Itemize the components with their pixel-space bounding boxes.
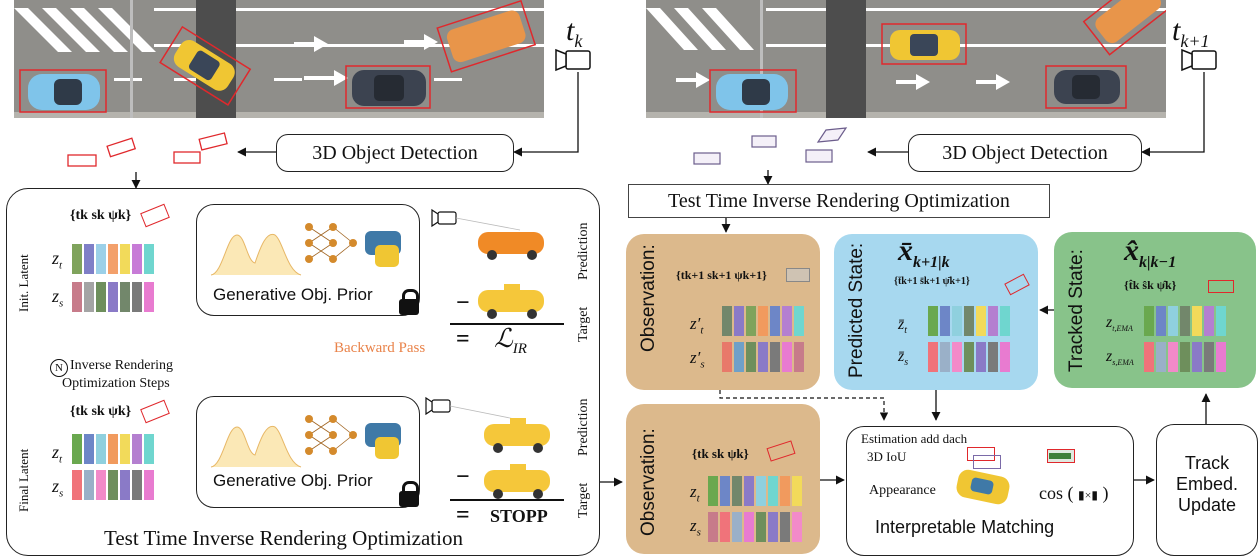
time-label-tk1: tk+1 (1172, 14, 1210, 51)
predicted-state-label: Predicted State: (846, 242, 867, 378)
generative-prior-bottom-label: Generative Obj. Prior (213, 471, 373, 490)
time-label-tk: tk (566, 14, 583, 51)
lock-shackle-bottom (402, 481, 419, 496)
road-scene-tk1 (646, 0, 1166, 118)
obj-params-bottom: {tk sk ψk} (70, 404, 132, 419)
iou-label: 3D IoU (867, 449, 907, 464)
obs-bottom-zs-label: zs (690, 516, 701, 539)
obs-top-zs-label: z′s (690, 348, 705, 371)
generative-prior-top-drawing (210, 223, 401, 276)
tracked-zt-label: zt,EMA (1106, 314, 1133, 334)
equals-bottom: = (456, 502, 470, 528)
cos-label: cos ( ▮×▮ ) (1039, 483, 1109, 503)
detections-right (693, 127, 848, 165)
track-embed-line1: Track (1184, 453, 1230, 473)
generative-prior-top-label: Generative Obj. Prior (213, 285, 373, 304)
loss-ir: ℒIR (494, 324, 527, 358)
detection-box-right: 3D Object Detection (908, 134, 1142, 172)
matching-header: Estimation add dach (861, 431, 968, 446)
steps-label-1: Inverse Rendering (70, 358, 174, 373)
detections-left (67, 132, 228, 167)
detection-box-left: 3D Object Detection (276, 134, 514, 172)
track-embed-line3: Update (1177, 495, 1237, 515)
observation-label-top: Observation: (638, 244, 659, 352)
iou-box-d (1049, 453, 1071, 459)
road-scene-tk1-drawing (646, 0, 1166, 118)
obs-top-params: {tk+1 sk+1 ψk+1} (676, 268, 767, 282)
generative-prior-top: Generative Obj. Prior (196, 204, 420, 316)
predicted-zs (928, 342, 1010, 372)
zt-latent-top (72, 244, 154, 274)
iou-box-a (967, 447, 995, 461)
camera-icon-tk (555, 48, 591, 72)
predicted-symbol: x̄k+1|k (898, 234, 950, 271)
generative-prior-bottom-drawing (210, 415, 401, 468)
minus-bottom: − (456, 464, 470, 490)
prediction-label-top: Prediction (576, 222, 591, 280)
equals-top: = (456, 326, 470, 352)
predicted-params: {t̄k+1 s̄k+1 ψ̄k+1} (894, 276, 970, 287)
zs-label-bottom: zs (52, 476, 64, 500)
road-scene-tk-drawing (14, 0, 544, 118)
obs-top-zt (722, 306, 804, 336)
tracked-zt (1144, 306, 1226, 336)
tracked-params: {t̂k ŝk ψ̂k} (1124, 278, 1177, 292)
tracked-zs-label: zs,EMA (1106, 348, 1134, 368)
predicted-zt-label: z̄t (898, 316, 908, 337)
lock-shackle-top (402, 289, 419, 304)
tracked-state-label: Tracked State: (1066, 249, 1087, 372)
camera-icon-tk1 (1181, 48, 1217, 72)
obs-bottom-params: {tk sk ψk} (692, 446, 749, 461)
final-latent-label: Final Latent (16, 448, 31, 512)
zs-latent-top (72, 282, 154, 312)
init-latent-label: Init. Latent (16, 254, 31, 312)
target-label-bottom: Target (576, 482, 591, 518)
observation-box-top: Observation: {tk+1 sk+1 ψk+1} z′t z′s (626, 234, 820, 390)
predicted-state-box: Predicted State: x̄k+1|k {t̄k+1 s̄k+1 ψ̄… (834, 234, 1038, 390)
obj-params-top: {tk sk ψk} (70, 208, 132, 223)
generative-prior-bottom: Generative Obj. Prior (196, 396, 420, 508)
zt-label-bottom: zt (52, 442, 63, 466)
zt-latent-bottom (72, 434, 154, 464)
track-embed-line2: Embed. (1175, 474, 1239, 494)
observation-label-bottom: Observation: (638, 428, 659, 536)
predicted-zs-label: z̄s (898, 348, 909, 369)
minus-top: − (456, 290, 470, 316)
obs-top-bbox-icon (786, 268, 810, 282)
predicted-zt (928, 306, 1010, 336)
obs-top-zs (722, 342, 804, 372)
target-label-top: Target (576, 306, 591, 342)
tracked-bbox-icon (1208, 280, 1234, 293)
zs-label-top: zs (52, 286, 64, 310)
n-circle: N (50, 359, 68, 377)
tracked-state-box: Tracked State: x̂k|k−1 {t̂k ŝk ψ̂k} zt,E… (1054, 232, 1256, 388)
prediction-label-bottom: Prediction (576, 398, 591, 456)
observation-box-bottom: Observation: {tk sk ψk} zt zs (626, 404, 820, 554)
track-embed-box: Track Embed. Update (1156, 424, 1258, 556)
tti-header-box: Test Time Inverse Rendering Optimization (628, 184, 1050, 218)
zt-label-top: zt (52, 248, 63, 272)
stopp-label: STOPP (490, 506, 548, 526)
tracked-zs (1144, 342, 1226, 372)
obs-bottom-bbox-icon (766, 440, 796, 462)
tti-footer-label: Test Time Inverse Rendering Optimization (104, 526, 463, 550)
tracked-symbol: x̂k|k−1 (1124, 234, 1177, 271)
obs-bottom-zt (708, 476, 802, 506)
obs-bottom-zt-label: zt (690, 482, 700, 505)
steps-label-2: Optimization Steps (62, 376, 170, 391)
predicted-bbox-icon (1004, 273, 1030, 296)
iou-box-b (973, 455, 1001, 469)
obs-top-zt-label: z′t (690, 314, 704, 337)
road-scene-tk (14, 0, 544, 118)
appearance-label: Appearance (869, 483, 936, 498)
backward-pass-label: Backward Pass (334, 340, 426, 356)
obs-bottom-zs (708, 512, 802, 542)
zs-latent-bottom (72, 470, 154, 500)
interpretable-matching-label: Interpretable Matching (875, 517, 1055, 537)
matching-box: Estimation add dach 3D IoU Appearance co… (846, 426, 1134, 556)
